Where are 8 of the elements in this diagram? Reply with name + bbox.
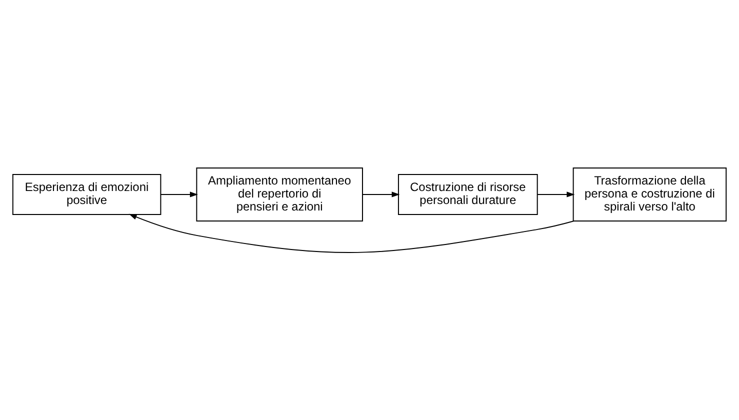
node-box: Esperienza di emozioni positive	[12, 174, 162, 214]
node-box: Ampliamento momentaneo del repertorio di pensieri e azioni	[196, 167, 363, 221]
arrow	[536, 191, 575, 197]
arrow	[160, 191, 198, 197]
arrow	[128, 213, 574, 252]
node-box: Trasformazione della persona e costruzione di spirali verso l'alto	[572, 167, 727, 221]
arrow	[362, 191, 400, 197]
node-box: Costruzione di risorse personali durature	[398, 174, 538, 214]
